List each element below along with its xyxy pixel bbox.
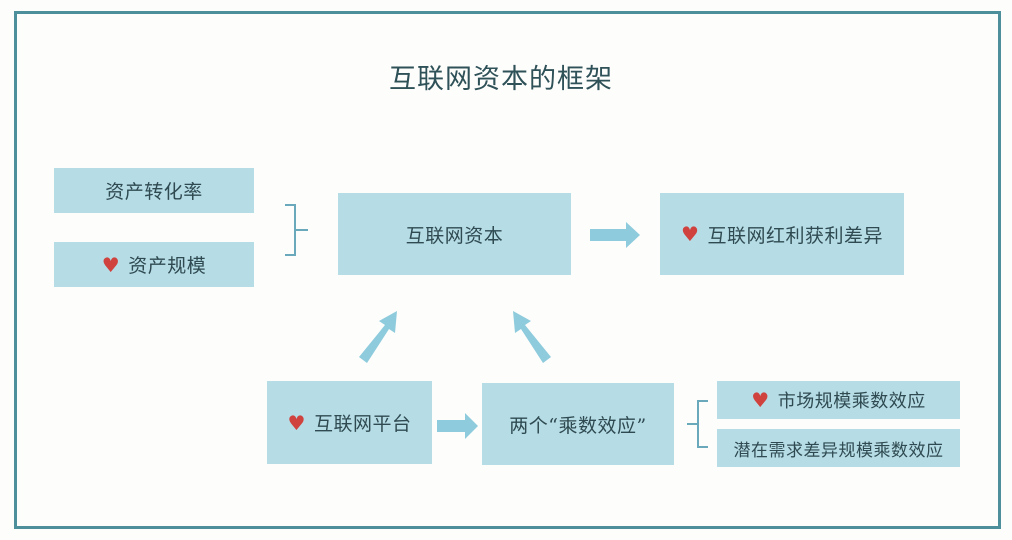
node-two-multipliers: 两个“乘数效应” [482,383,674,465]
diagram-title: 互联网资本的框架 [389,64,613,95]
node-label: 资产转化率 [105,181,203,203]
node-label: 资产规模 [128,255,207,277]
node-asset-conversion: 资产转化率 [54,168,254,213]
node-asset-scale: ♥ 资产规模 [54,242,254,287]
heart-icon: ♥ [287,410,306,435]
arrow-right-icon [590,222,640,248]
brace-shape [687,400,708,448]
heart-icon: ♥ [681,222,700,246]
node-latent-demand-multiplier: 潜在需求差异规模乘数效应 [717,429,960,467]
right-brace-connector [285,204,308,256]
node-label: 互联网红利获利差异 [707,224,883,247]
brace-shape [285,204,308,256]
heart-icon: ♥ [751,388,770,412]
node-market-scale-multiplier: ♥ 市场规模乘数效应 [717,381,960,419]
node-label: 两个“乘数效应” [509,414,647,437]
node-label: 互联网平台 [313,413,412,435]
arrow-right-icon [437,413,478,439]
arrow-up-right-icon [359,311,397,363]
node-internet-capital: 互联网资本 [338,193,571,275]
node-label: 潜在需求差异规模乘数效应 [733,440,944,461]
heart-icon: ♥ [101,252,121,277]
node-label: 互联网资本 [405,224,504,247]
node-label: 市场规模乘数效应 [777,391,926,412]
node-profit-difference: ♥ 互联网红利获利差异 [660,193,904,275]
arrow-up-left-icon [513,311,551,363]
left-brace-connector [687,400,708,448]
node-internet-platform: ♥ 互联网平台 [267,381,432,464]
